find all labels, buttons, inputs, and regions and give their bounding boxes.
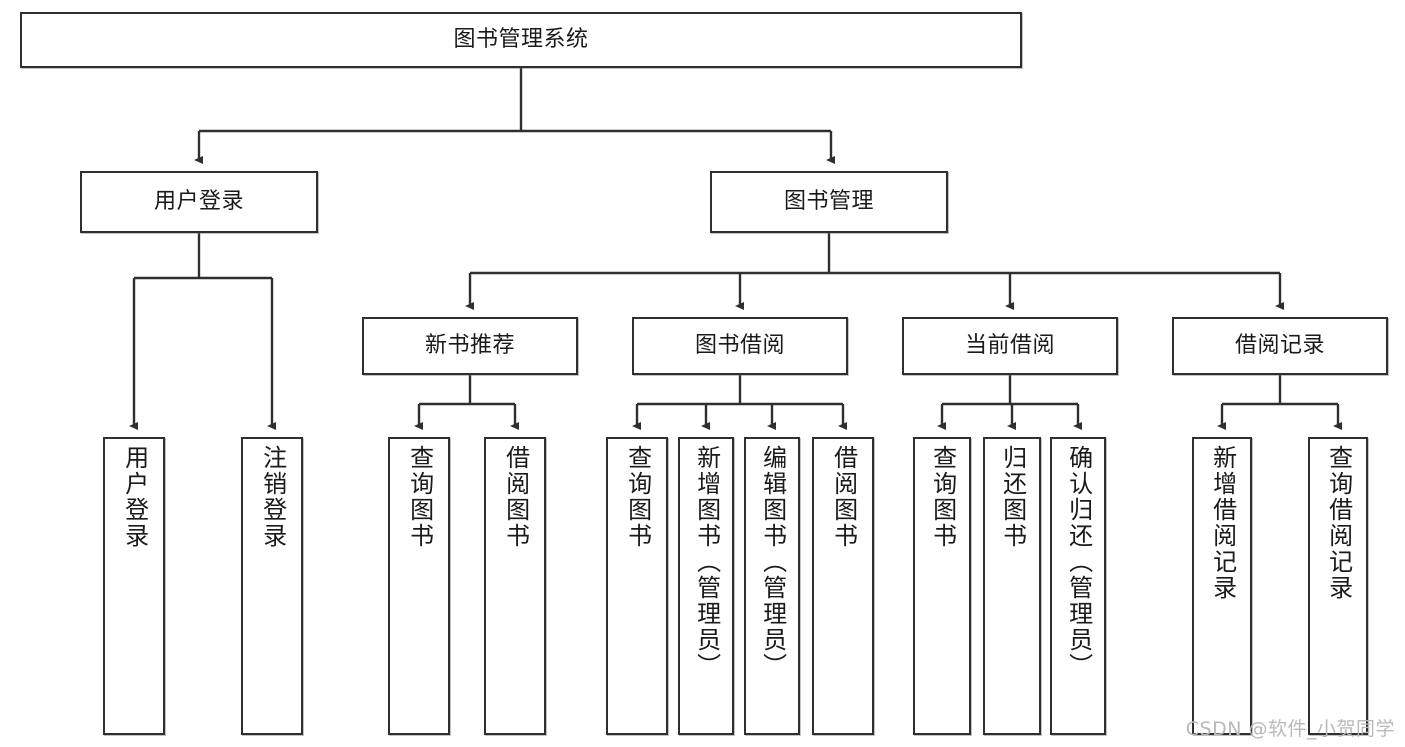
node-leaf-query-book-1[interactable]: 查询图书: [388, 437, 450, 735]
node-leaf-add-record[interactable]: 新增借阅记录: [1192, 437, 1252, 735]
node-book-manage-label: 图书管理: [783, 189, 874, 215]
node-leaf-query-book-3[interactable]: 查询图书: [913, 437, 971, 735]
node-leaf-return-book[interactable]: 归还图书: [983, 437, 1041, 735]
node-leaf-add-book-label: 新增图书（管理员）: [692, 445, 721, 679]
node-leaf-query-book-3-label: 查询图书: [928, 445, 957, 549]
node-leaf-edit-book[interactable]: 编辑图书（管理员）: [744, 437, 800, 735]
node-user-login-label: 用户登录: [153, 189, 244, 215]
node-leaf-add-record-label: 新增借阅记录: [1208, 445, 1237, 601]
node-leaf-query-book-2[interactable]: 查询图书: [606, 437, 668, 735]
node-book-borrow-label: 图书借阅: [694, 333, 785, 359]
node-leaf-confirm-return-label: 确认归还（管理员）: [1064, 445, 1093, 679]
node-new-book-recommend[interactable]: 新书推荐: [362, 317, 578, 375]
node-leaf-query-book-1-label: 查询图书: [405, 445, 434, 549]
watermark: CSDN @软件_小贺同学: [1185, 718, 1395, 740]
node-borrow-record[interactable]: 借阅记录: [1172, 317, 1388, 375]
node-current-borrow-label: 当前借阅: [964, 333, 1055, 359]
node-leaf-borrow-book-1-label: 借阅图书: [501, 445, 530, 549]
node-leaf-edit-book-label: 编辑图书（管理员）: [758, 445, 787, 679]
node-leaf-user-login-label: 用户登录: [120, 445, 149, 549]
node-leaf-user-logout-label: 注销登录: [258, 445, 287, 549]
node-leaf-add-book[interactable]: 新增图书（管理员）: [678, 437, 734, 735]
node-leaf-query-book-2-label: 查询图书: [623, 445, 652, 549]
node-leaf-user-logout[interactable]: 注销登录: [241, 437, 303, 735]
node-current-borrow[interactable]: 当前借阅: [902, 317, 1118, 375]
node-leaf-borrow-book-1[interactable]: 借阅图书: [484, 437, 546, 735]
node-new-book-recommend-label: 新书推荐: [424, 333, 515, 359]
node-leaf-query-record-label: 查询借阅记录: [1324, 445, 1353, 601]
node-leaf-borrow-book-2[interactable]: 借阅图书: [812, 437, 874, 735]
node-user-login[interactable]: 用户登录: [80, 171, 318, 233]
node-book-borrow[interactable]: 图书借阅: [632, 317, 848, 375]
node-leaf-user-login[interactable]: 用户登录: [103, 437, 165, 735]
node-root-label: 图书管理系统: [453, 27, 589, 53]
node-leaf-borrow-book-2-label: 借阅图书: [829, 445, 858, 549]
node-leaf-query-record[interactable]: 查询借阅记录: [1308, 437, 1368, 735]
node-book-manage[interactable]: 图书管理: [710, 171, 948, 233]
node-leaf-confirm-return[interactable]: 确认归还（管理员）: [1050, 437, 1106, 735]
node-borrow-record-label: 借阅记录: [1234, 333, 1325, 359]
node-root[interactable]: 图书管理系统: [20, 12, 1022, 68]
node-leaf-return-book-label: 归还图书: [998, 445, 1027, 549]
